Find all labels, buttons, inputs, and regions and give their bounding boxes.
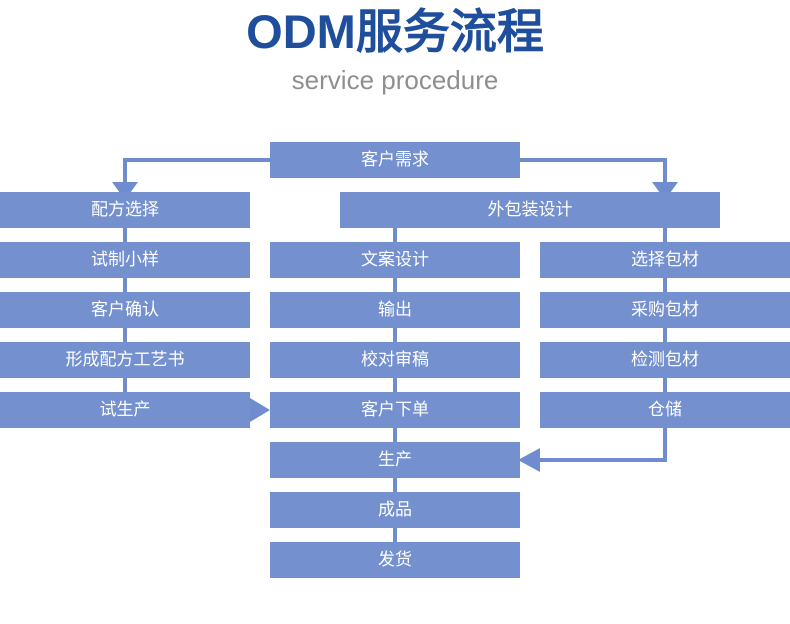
node-trial-sample[interactable]: 试制小样 [0, 242, 250, 278]
node-trial-production[interactable]: 试生产 [0, 392, 250, 428]
arrowhead-down-left [112, 182, 138, 200]
connector-n0-to-n2 [520, 158, 667, 186]
connector-n14-to-n15 [536, 428, 667, 462]
header: ODM服务流程 service procedure [0, 0, 790, 97]
node-purchase-packaging-material[interactable]: 采购包材 [540, 292, 790, 328]
node-formula-selection[interactable]: 配方选择 [0, 192, 250, 228]
node-shipment[interactable]: 发货 [270, 542, 520, 578]
node-copywriting-design[interactable]: 文案设计 [270, 242, 520, 278]
connector-n0-to-n1 [123, 158, 270, 186]
node-inspect-packaging-material[interactable]: 检测包材 [540, 342, 790, 378]
page-subtitle: service procedure [291, 65, 499, 95]
node-warehousing[interactable]: 仓储 [540, 392, 790, 428]
node-customer-order[interactable]: 客户下单 [270, 392, 520, 428]
arrowhead-down-right [652, 182, 678, 200]
arrowhead-left [518, 448, 540, 472]
node-outer-package-design[interactable]: 外包装设计 [340, 192, 720, 228]
page-title: ODM服务流程 [246, 5, 544, 58]
node-customer-confirmation[interactable]: 客户确认 [0, 292, 250, 328]
node-production[interactable]: 生产 [270, 442, 520, 478]
node-output[interactable]: 输出 [270, 292, 520, 328]
node-finished-product[interactable]: 成品 [270, 492, 520, 528]
node-customer-requirement[interactable]: 客户需求 [270, 142, 520, 178]
node-proofreading-review[interactable]: 校对审稿 [270, 342, 520, 378]
node-select-packaging-material[interactable]: 选择包材 [540, 242, 790, 278]
arrowhead-right [250, 398, 270, 422]
node-formula-process-document[interactable]: 形成配方工艺书 [0, 342, 250, 378]
